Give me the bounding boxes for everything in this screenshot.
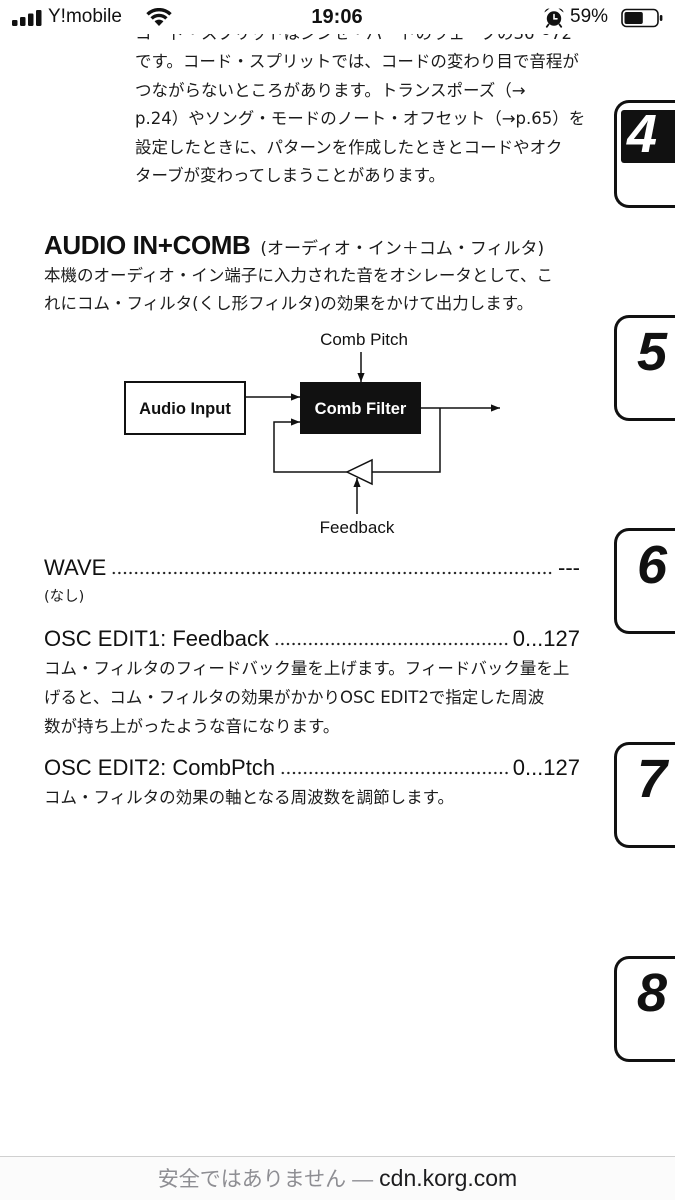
security-warning: 安全ではありません (157, 1167, 347, 1191)
status-bar: Y!mobile 19:06 59% (0, 0, 675, 34)
text-line: 本機のオーディオ・イン端子に入力された音をオシレータとして、こ (44, 266, 554, 285)
tab-number: 8 (637, 963, 668, 1023)
signal-bar (28, 13, 34, 26)
param-header: OSC EDIT2: CombPtch 0...127 (44, 753, 580, 783)
alarm-icon (544, 8, 564, 28)
battery-percentage: 59% (570, 6, 609, 27)
param-name: WAVE (44, 555, 107, 580)
param-name: OSC EDIT1: Feedback (44, 626, 269, 651)
param-description: (なし) (44, 589, 85, 605)
section-subtitle: (オーディオ・イン＋コム・フィルタ) (260, 239, 545, 259)
chapter-tab-5: 5 (614, 315, 675, 421)
chapter-tab-8: 8 (614, 956, 675, 1062)
feedback-path-left (273, 418, 347, 473)
param-range: 0...127 (512, 755, 580, 780)
dot-leader (280, 771, 509, 775)
chapter-tab-7: 7 (614, 742, 675, 848)
param-name: OSC EDIT2: CombPtch (44, 755, 276, 780)
audio-input-box (124, 381, 246, 435)
param-wave: WAVE --- (なし) (44, 553, 580, 612)
address-bar[interactable]: 安全ではありません—cdn.korg.com (0, 1156, 675, 1200)
url-domain: cdn.korg.com (379, 1165, 518, 1191)
param-range: --- (558, 555, 580, 580)
text-line: 設定したときに、パターンを作成したときとコードやオク (135, 137, 563, 157)
section-title: AUDIO IN+COMB (44, 230, 251, 260)
feedback-path-right (372, 408, 441, 473)
feedback-amp-triangle (345, 458, 373, 486)
tab-highlight (621, 110, 675, 163)
parameter-list: WAVE --- (なし) OSC EDIT1: Feedback 0...12… (44, 553, 580, 824)
param-header: OSC EDIT1: Feedback 0...127 (44, 624, 580, 654)
param-header: WAVE --- (44, 553, 580, 583)
comb-pitch-label: Comb Pitch (320, 330, 408, 349)
wifi-icon (146, 8, 172, 26)
signal-icon (12, 10, 42, 26)
feedback-label: Feedback (320, 518, 395, 537)
clock-time: 19:06 (311, 6, 363, 28)
param-description: 数が持ち上がったような音になります。 (44, 717, 340, 736)
chapter-tab-6: 6 (614, 528, 675, 634)
intro-paragraph: コード・スプリットはシンセ・パートのウェーブの36～72 です。コード・スプリッ… (135, 20, 585, 190)
text-line: つながらないところがあります。トランスポーズ（→ (135, 80, 526, 100)
url-separator: — (352, 1168, 374, 1191)
param-osc-edit1-feedback: OSC EDIT1: Feedback 0...127 コム・フィルタのフィード… (44, 624, 580, 741)
tab-number: 4 (627, 104, 658, 164)
param-description: コム・フィルタの効果の軸となる周波数を調節します。 (44, 788, 455, 807)
signal-bar (36, 10, 42, 26)
param-description: げると、コム・フィルタの効果がかかりOSC EDIT2で指定した周波 (44, 688, 545, 707)
text-line: です。コード・スプリットでは、コードの変わり目で音程が (135, 52, 579, 72)
param-description: コム・フィルタのフィードバック量を上げます。フィードバック量を上 (44, 659, 570, 678)
audio-input-label: Audio Input (139, 400, 231, 418)
tab-number: 5 (637, 322, 668, 382)
comb-filter-diagram: Comb Pitch Audio Input Comb Filter Feedb… (124, 330, 500, 537)
chapter-tab-4: 4 (614, 100, 675, 208)
text-line: ターブが変わってしまうことがあります。 (135, 166, 446, 186)
text-line: p.24）やソング・モードのノート・オフセット（→p.65）を (135, 109, 586, 129)
comb-filter-label: Comb Filter (315, 400, 407, 418)
battery-icon (621, 8, 663, 28)
section-description: 本機のオーディオ・イン端子に入力された音をオシレータとして、こ れにコム・フィル… (44, 262, 589, 318)
signal-bar (12, 20, 18, 26)
section-heading: AUDIO IN+COMB (オーディオ・イン＋コム・フィルタ) (44, 228, 589, 262)
param-range: 0...127 (512, 626, 580, 651)
battery-fill (624, 12, 643, 24)
tab-number: 7 (637, 749, 668, 809)
comb-filter-box (300, 382, 421, 434)
param-osc-edit2-combptch: OSC EDIT2: CombPtch 0...127 コム・フィルタの効果の軸… (44, 753, 580, 812)
dot-leader (273, 642, 509, 646)
carrier-name: Y!mobile (48, 6, 122, 27)
text-line: れにコム・フィルタ(くし形フィルタ)の効果をかけて出力します。 (44, 294, 534, 313)
signal-bar (20, 17, 26, 26)
dot-leader (111, 571, 555, 575)
tab-number: 6 (637, 535, 668, 595)
